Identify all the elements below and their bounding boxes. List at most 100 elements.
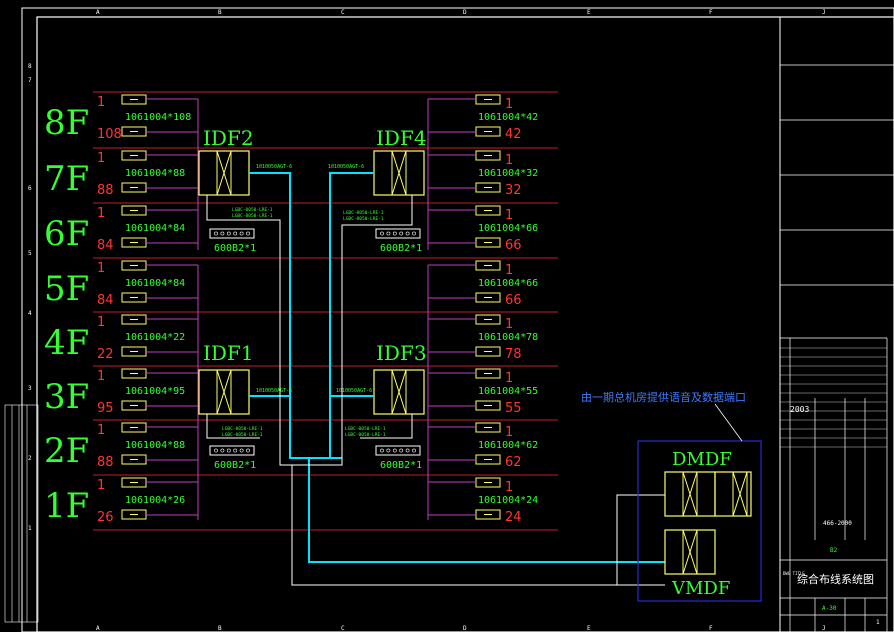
- left-outlet-top-num-3: 1: [97, 261, 105, 276]
- row-number-4: 4: [28, 310, 32, 317]
- right-outlet-bottom-num-7: 24: [505, 510, 522, 525]
- copper-upper-loop: [206, 195, 413, 466]
- patch-panel-2-port-4: [239, 448, 244, 453]
- right-outlet-label-6: 1061004*62: [478, 440, 538, 451]
- floor-label-7f: 7F: [44, 159, 89, 199]
- left-outlet-label-1: 1061004*88: [125, 168, 185, 179]
- patch-panel-3-body: [375, 445, 421, 456]
- idf-units: IDF2600B2*1IDF4600B2*1IDF1600B2*1IDF3600…: [198, 126, 427, 471]
- dwg-title-label: DWG TITLE: [783, 571, 805, 576]
- right-outlet-top-num-7: 1: [505, 480, 513, 495]
- patch-panel-2: 600B2*1: [209, 445, 256, 471]
- patch-panel-2-label: 600B2*1: [214, 460, 256, 471]
- cable-label-idf3: 1010050AGT-6: [336, 388, 372, 394]
- title-block-rows: [780, 347, 887, 448]
- title-block-year: 2003: [790, 405, 809, 414]
- left-outlet-bottom-2: [121, 237, 147, 248]
- right-outlet-bottom-5: [475, 400, 501, 411]
- column-letter-bottom-a: A: [96, 625, 100, 632]
- copper-idf3-tail: [360, 414, 413, 439]
- left-outlet-bottom-num-6: 88: [97, 455, 114, 470]
- left-outlet-bottom-num-5: 95: [97, 401, 114, 416]
- left-outlet-bottom-num-2: 84: [97, 238, 114, 253]
- idf-frame-idf4-cross-b: [391, 150, 407, 196]
- left-outlet-top-num-6: 1: [97, 423, 105, 438]
- right-outlet-label-4: 1061004*78: [478, 332, 538, 343]
- left-outlet-bottom-4: [121, 346, 147, 357]
- left-outlet-label-6: 1061004*88: [125, 440, 185, 451]
- right-outlet-top-num-0: 1: [505, 97, 513, 112]
- outer-frame: [21, 7, 894, 632]
- column-letter-bottom-c: C: [341, 625, 345, 632]
- row-number-8: 8: [28, 63, 32, 70]
- right-outlet-bottom-num-5: 55: [505, 401, 522, 416]
- patch-panel-3-port-5: [412, 448, 416, 453]
- left-outlet-top-3: [121, 260, 147, 271]
- column-letter-bottom-d: D: [463, 625, 467, 632]
- outlets: 11061004*10810811061004*888811061004*848…: [97, 94, 538, 525]
- left-outlet-bottom-7: [121, 509, 147, 520]
- patch-panel-3-port-3: [399, 448, 404, 453]
- mdf-room-box: [637, 440, 762, 602]
- column-letter-bottom-f: F: [709, 625, 713, 632]
- right-outlet-bottom-4: [475, 346, 501, 357]
- right-outlet-label-7: 1061004*24: [478, 495, 538, 506]
- right-outlet-bottom-num-2: 66: [505, 238, 522, 253]
- patch-panel-3-port-2: [392, 448, 397, 453]
- idf-frame-idf1: [198, 369, 250, 415]
- copper-label-a-2: LGBC-0050-LRE-1: [222, 426, 263, 432]
- left-outlet-bottom-5: [121, 400, 147, 411]
- vmdf-frame: [664, 529, 716, 575]
- left-outlet-label-2: 1061004*84: [125, 223, 185, 234]
- patch-panel-0-port-3: [233, 231, 238, 236]
- right-outlet-bottom-num-1: 32: [505, 183, 522, 198]
- patch-panel-0: 600B2*1: [209, 228, 256, 254]
- left-outlet-label-3: 1061004*84: [125, 278, 185, 289]
- fiber-idf4-to-mdf: [329, 172, 374, 458]
- right-outlet-label-3: 1061004*66: [478, 278, 538, 289]
- patch-panel-0-port-0: [214, 231, 218, 236]
- patch-panel-1-port-3: [399, 231, 404, 236]
- right-outlet-bottom-2: [475, 237, 501, 248]
- dmdf-frame-left-cross-b: [682, 471, 698, 517]
- cable-label-idf4: 1010050AGT-6: [328, 164, 364, 170]
- left-outlet-top-2: [121, 205, 147, 216]
- right-outlet-label-0: 1061004*42: [478, 112, 538, 123]
- cable-label-idf1: 1010050AGT-6: [256, 388, 292, 394]
- patch-panel-1-port-2: [392, 231, 397, 236]
- patch-panel-2-port-1: [220, 448, 225, 453]
- patch-panel-3-port-1: [386, 448, 391, 453]
- left-outlet-bottom-1: [121, 182, 147, 193]
- floor-lines: [93, 91, 558, 531]
- left-outlet-top-num-7: 1: [97, 478, 105, 493]
- right-outlet-top-num-5: 1: [505, 371, 513, 386]
- drawing-title: 综合布线系统图: [797, 572, 874, 586]
- idf-frame-idf1-body: [198, 369, 250, 415]
- row-number-5: 5: [28, 250, 32, 257]
- vmdf-frame-body: [664, 529, 716, 575]
- left-outlet-label-7: 1061004*26: [125, 495, 185, 506]
- fiber-main-to-vmdf: [308, 458, 665, 563]
- left-outlet-bottom-num-3: 84: [97, 293, 114, 308]
- right-outlet-top-num-3: 1: [505, 263, 513, 278]
- right-outlet-top-0: [475, 94, 501, 105]
- left-outlet-top-7: [121, 477, 147, 488]
- dmdf-frame-right-cross-b: [732, 471, 748, 517]
- sheet-number: 1: [876, 619, 880, 626]
- right-outlet-bottom-num-3: 66: [505, 293, 522, 308]
- left-outlet-top-5: [121, 368, 147, 379]
- idf-frame-idf2: [198, 150, 250, 196]
- left-outlet-bottom-num-1: 88: [97, 183, 114, 198]
- column-letter-b: B: [218, 9, 222, 16]
- left-outlet-label-0: 1061004*108: [125, 112, 191, 123]
- fiber-idf2-to-mdf: [249, 172, 342, 459]
- floor-label-6f: 6F: [44, 214, 89, 254]
- idf-frame-idf3-body: [373, 369, 425, 415]
- right-outlet-top-num-6: 1: [505, 425, 513, 440]
- idf-frame-idf2-cross-b: [216, 150, 232, 196]
- right-outlet-bottom-3: [475, 292, 501, 303]
- left-outlet-top-6: [121, 422, 147, 433]
- patch-panel-1-port-1: [386, 231, 391, 236]
